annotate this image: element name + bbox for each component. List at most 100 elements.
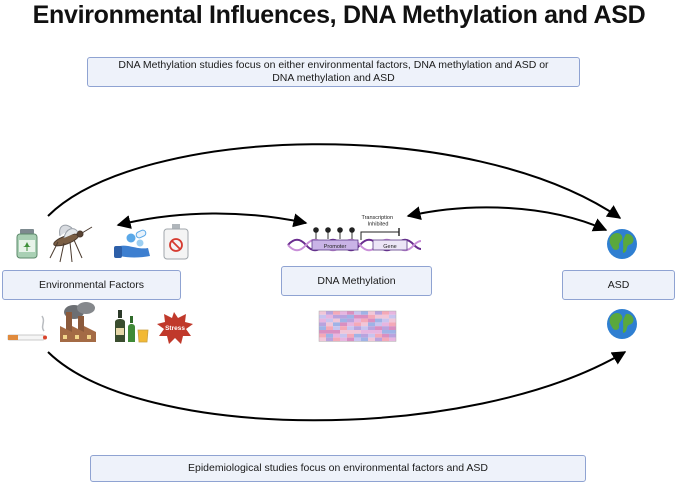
heatmap-cell: [361, 333, 368, 338]
heatmap-cell: [361, 311, 368, 315]
heatmap-cell: [319, 337, 326, 342]
heatmap-cell: [368, 314, 375, 319]
asd-box: ASD: [562, 270, 675, 300]
environmental-factors-label: Environmental Factors: [38, 278, 145, 291]
heatmap-cell: [319, 311, 326, 315]
factory-pollution-icon: [60, 302, 96, 342]
heatmap-cell: [347, 311, 354, 315]
heatmap-cell: [347, 337, 354, 342]
heatmap-cell: [326, 322, 333, 327]
heatmap-cell: [347, 318, 354, 323]
heatmap-cell: [354, 333, 361, 338]
heatmap-cell: [375, 330, 382, 334]
heatmap-cell: [333, 318, 340, 323]
bottom-curved-arrow: [47, 351, 627, 422]
pills-hand-icon: [114, 229, 150, 258]
bottom-note-box: Epidemiological studies focus on environ…: [90, 455, 586, 482]
heatmap-cell: [354, 337, 361, 342]
heatmap-cell: [319, 322, 326, 327]
bottom-note-text: Epidemiological studies focus on environ…: [188, 462, 488, 474]
heatmap-cell: [382, 337, 389, 342]
heatmap-cell: [389, 311, 396, 315]
heatmap-cell: [340, 333, 347, 338]
heatmap-cell: [326, 337, 333, 342]
heatmap-cell: [375, 337, 382, 342]
heatmap-cell: [389, 330, 396, 334]
top-note-text: DNA Methylation studies focus on either …: [118, 59, 549, 84]
heatmap-cell: [375, 314, 382, 319]
heatmap-cell: [319, 333, 326, 338]
mosquito-icon: [49, 224, 93, 263]
heatmap-cell: [361, 322, 368, 327]
heatmap-cell: [347, 322, 354, 327]
promoter-label: Promoter: [324, 244, 347, 250]
dna-asd-double-arrow: [406, 206, 608, 232]
heatmap-cell: [354, 330, 361, 334]
heatmap-cell: [319, 330, 326, 334]
transcription-inhibited-label: Transcription Inhibited: [361, 215, 394, 228]
top-curved-arrow: [47, 143, 622, 219]
heatmap-cell: [340, 337, 347, 342]
heatmap-cell: [361, 330, 368, 334]
heatmap-cell: [340, 322, 347, 327]
heatmap-cell: [375, 333, 382, 338]
dna-methylation-box: DNA Methylation: [281, 266, 432, 296]
heatmap-cell: [375, 311, 382, 315]
heatmap-border: [318, 310, 397, 342]
heatmap-cell: [375, 326, 382, 330]
transcription-inhibited-line: [360, 231, 399, 240]
heatmap-cell: [354, 322, 361, 327]
heatmap-cell: [354, 314, 361, 319]
heatmap-cell: [368, 330, 375, 334]
heatmap-cell: [340, 311, 347, 315]
heatmap-cell: [326, 333, 333, 338]
heatmap-cell: [368, 311, 375, 315]
alcohol-bottles-icon: [115, 310, 149, 343]
heatmap-cell: [382, 322, 389, 327]
heatmap-cell: [361, 326, 368, 330]
pesticide-jug-icon: [163, 224, 189, 260]
top-note-box: DNA Methylation studies focus on either …: [87, 57, 580, 87]
heatmap-cell: [326, 311, 333, 315]
heatmap-cell: [368, 322, 375, 327]
methylation-heatmap: [318, 310, 397, 342]
methyl-group-icon: [337, 227, 343, 233]
globe-icon: [607, 229, 637, 259]
env-dna-double-arrow: [116, 212, 308, 229]
heatmap-cell: [389, 326, 396, 330]
dna-strand-b: [287, 238, 422, 252]
heatmap-cell: [347, 333, 354, 338]
heatmap-cell: [368, 318, 375, 323]
cannabis-bottle-icon: [16, 229, 38, 259]
heatmap-cell: [333, 337, 340, 342]
heatmap-cell: [368, 333, 375, 338]
heatmap-cell: [347, 330, 354, 334]
heatmap-cell: [382, 318, 389, 323]
stress-badge-label: Stress: [165, 325, 185, 332]
heatmap-cell: [319, 318, 326, 323]
heatmap-cell: [389, 333, 396, 338]
heatmap-cell: [326, 330, 333, 334]
heatmap-cell: [319, 326, 326, 330]
heatmap-cell: [333, 311, 340, 315]
gene-box: [372, 239, 408, 251]
page-title: Environmental Influences, DNA Methylatio…: [32, 1, 646, 29]
heatmap-cell: [333, 330, 340, 334]
promoter-box: [311, 239, 359, 251]
heatmap-cell: [333, 333, 340, 338]
methyl-group-icon: [313, 227, 319, 233]
heatmap-cell: [382, 333, 389, 338]
gene-diagram: Promoter Gene Transcription Inhibited: [287, 215, 422, 252]
heatmap-cell: [340, 314, 347, 319]
heatmap-cell: [340, 330, 347, 334]
dna-methylation-label: DNA Methylation: [317, 274, 396, 287]
heatmap-cell: [382, 330, 389, 334]
heatmap-cell: [326, 326, 333, 330]
heatmap-cell: [389, 314, 396, 319]
globe-icon: [607, 309, 637, 339]
heatmap-cell: [347, 314, 354, 319]
heatmap-cell: [382, 314, 389, 319]
heatmap-cell: [354, 311, 361, 315]
heatmap-cell: [361, 337, 368, 342]
